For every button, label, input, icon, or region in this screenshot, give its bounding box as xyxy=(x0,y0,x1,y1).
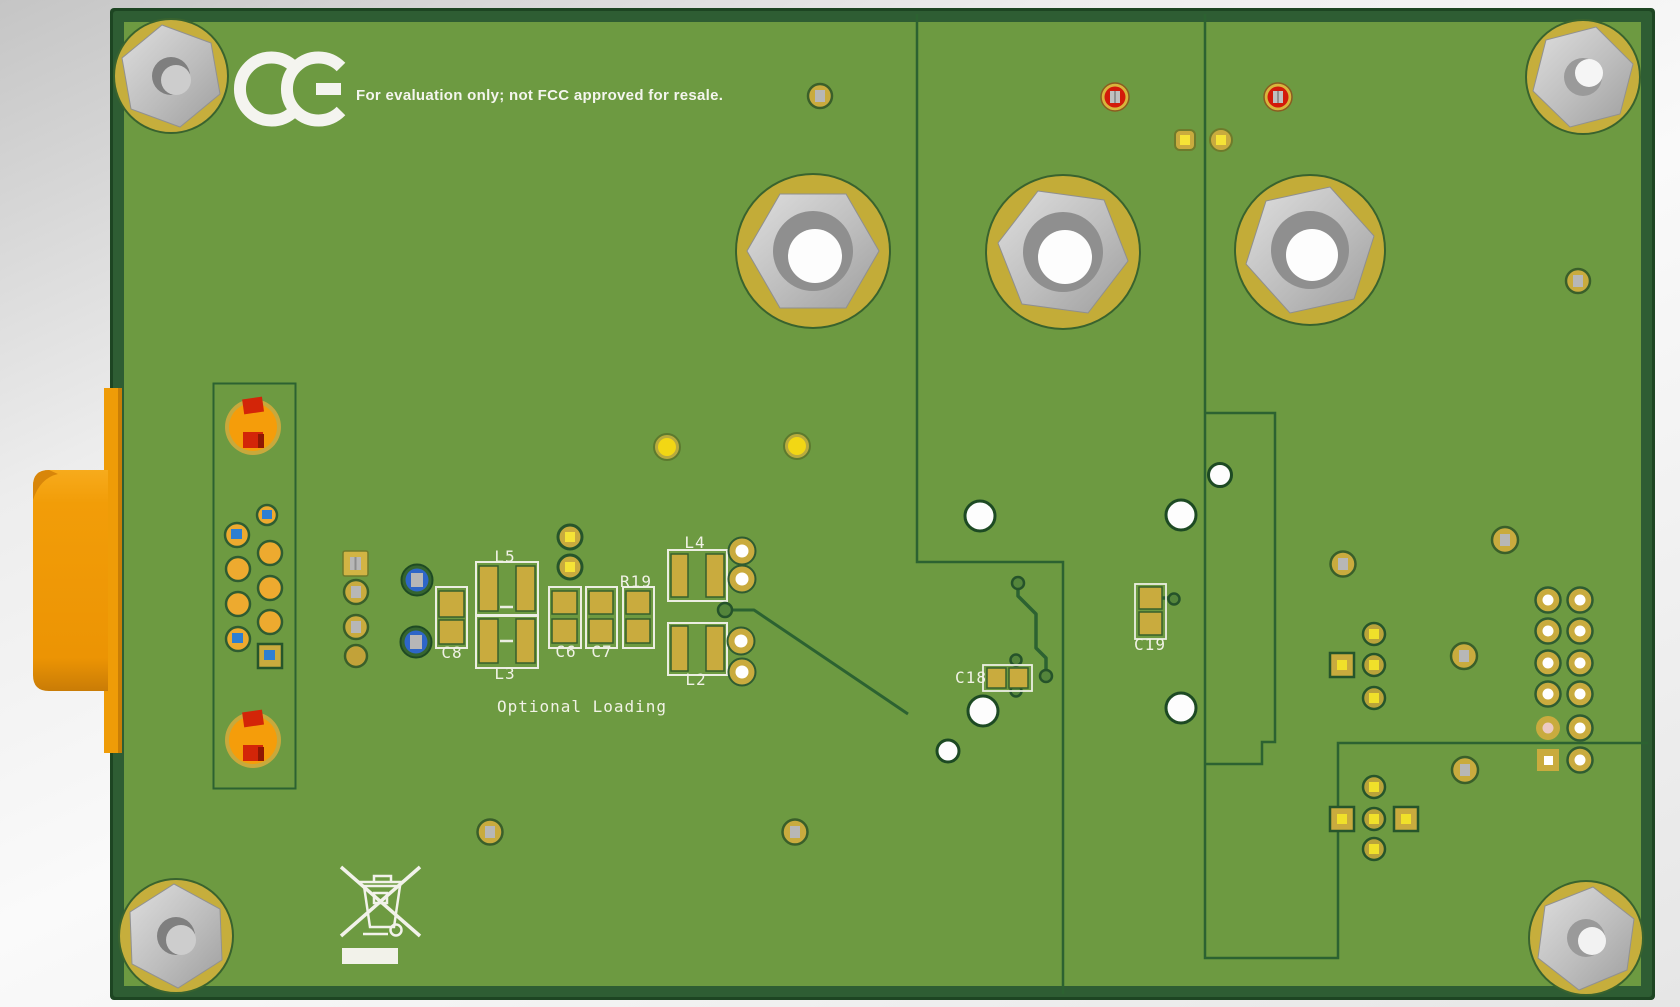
yellow-square-vias xyxy=(556,523,584,581)
connector-flange xyxy=(104,388,122,753)
unplated-holes xyxy=(935,462,1233,764)
silkscreen-label-l3: L3 xyxy=(494,664,515,683)
via-pin xyxy=(1449,641,1479,671)
via-pin xyxy=(1490,525,1520,555)
silkscreen-bar xyxy=(342,948,398,964)
gray-pin-vias xyxy=(476,82,1592,846)
ce-letter-e xyxy=(280,51,346,127)
silkscreen-label-l4: L4 xyxy=(684,533,705,552)
pour-line-right-main xyxy=(1203,14,1648,960)
pour-line-right-branch xyxy=(1205,411,1277,766)
via xyxy=(1009,653,1023,667)
c18-trace xyxy=(1016,586,1048,672)
corner-mounting-nuts xyxy=(113,18,1644,996)
hole xyxy=(1207,462,1233,488)
hex-standoff-2 xyxy=(985,174,1141,330)
footprint-l3 xyxy=(475,615,539,669)
ce-letter-c xyxy=(233,51,299,127)
footprint-l5 xyxy=(475,561,539,616)
fcc-notice-text: For evaluation only; not FCC approved fo… xyxy=(356,87,724,104)
footprint-c7 xyxy=(585,586,618,649)
silkscreen-label-c18: C18 xyxy=(955,668,987,687)
post-clip-side xyxy=(258,747,264,761)
ce-mark-icon xyxy=(233,51,346,127)
weee-handle xyxy=(372,874,393,882)
footprint-l4 xyxy=(667,549,728,602)
misc-vias xyxy=(342,82,1592,846)
hole xyxy=(966,694,1000,728)
connector-keepout-outline xyxy=(212,382,297,790)
hole xyxy=(1164,498,1198,532)
post-clip xyxy=(242,396,265,415)
pin-header-column xyxy=(342,550,370,669)
silkscreen-label-c19: C19 xyxy=(1134,635,1166,654)
pad-cluster-lower xyxy=(1328,774,1420,862)
silkscreen-label-l5: L5 xyxy=(494,547,515,566)
footprint-c8 xyxy=(435,586,468,649)
footprint-c19 xyxy=(1134,583,1181,640)
signal-trace xyxy=(725,608,909,716)
connector-body-shade xyxy=(33,470,58,500)
via-pin xyxy=(781,818,809,846)
component-footprints xyxy=(435,536,909,716)
footprint-c18 xyxy=(982,575,1054,698)
via xyxy=(1038,668,1054,684)
post-clip xyxy=(242,709,265,728)
corner-nut-top-left xyxy=(113,18,229,134)
footprint-r19 xyxy=(622,586,655,649)
via xyxy=(716,601,734,619)
via xyxy=(1010,575,1026,591)
connector-post-bottom xyxy=(225,709,281,768)
silkscreen-label-c6: C6 xyxy=(555,642,576,661)
post-body xyxy=(229,403,277,451)
silkscreen-label-l2: L2 xyxy=(685,670,706,689)
silkscreen-label-c7: C7 xyxy=(591,642,612,661)
pcb-board xyxy=(110,8,1655,1000)
board-soldermask xyxy=(124,22,1641,986)
connector-pin-pads xyxy=(223,503,284,670)
post-clip-side xyxy=(258,434,264,448)
silkscreen-label-r19: R19 xyxy=(620,572,652,591)
hole xyxy=(1164,691,1198,725)
via xyxy=(1167,592,1181,606)
connector-post-top xyxy=(225,396,281,455)
through-hole-pads xyxy=(726,536,757,687)
yellow-round-vias xyxy=(653,432,811,461)
via-pin xyxy=(1564,267,1592,295)
left-connector xyxy=(33,382,297,790)
post-body xyxy=(229,716,277,764)
weee-wheel xyxy=(389,923,403,937)
test-point-red xyxy=(1263,82,1293,112)
via-pin xyxy=(1450,755,1480,785)
corner-nut-bottom-right xyxy=(1528,880,1644,996)
hole xyxy=(935,738,961,764)
weee-icon xyxy=(339,865,422,938)
hex-standoff-1 xyxy=(735,173,891,329)
silkscreen-label-c8: C8 xyxy=(441,643,462,662)
copper-pour-boundaries xyxy=(915,14,1648,994)
pour-line-left xyxy=(915,14,1065,994)
silkscreen-label-optional-loading: Optional Loading xyxy=(497,697,667,716)
footprint-l2 xyxy=(667,622,728,676)
pad-cluster-upper xyxy=(1328,621,1387,711)
corner-nut-top-right xyxy=(1525,19,1641,135)
via-pin xyxy=(476,818,504,846)
hex-standoff-3 xyxy=(1234,174,1386,326)
weee-cross xyxy=(339,865,422,938)
hex-standoffs xyxy=(735,173,1386,330)
hole xyxy=(963,499,997,533)
via-pin xyxy=(1329,550,1357,578)
connector-body xyxy=(33,470,108,691)
footprint-c6 xyxy=(548,586,582,649)
corner-nut-bottom-left xyxy=(118,878,234,994)
yellow-top-pads xyxy=(1174,128,1233,152)
via-pin xyxy=(806,82,834,110)
red-test-points xyxy=(1100,82,1293,152)
right-pad-grid xyxy=(1534,586,1594,774)
blue-press-fit-vias xyxy=(399,563,434,659)
test-point-red xyxy=(1100,82,1130,112)
connector-flange-shadow xyxy=(118,388,122,753)
